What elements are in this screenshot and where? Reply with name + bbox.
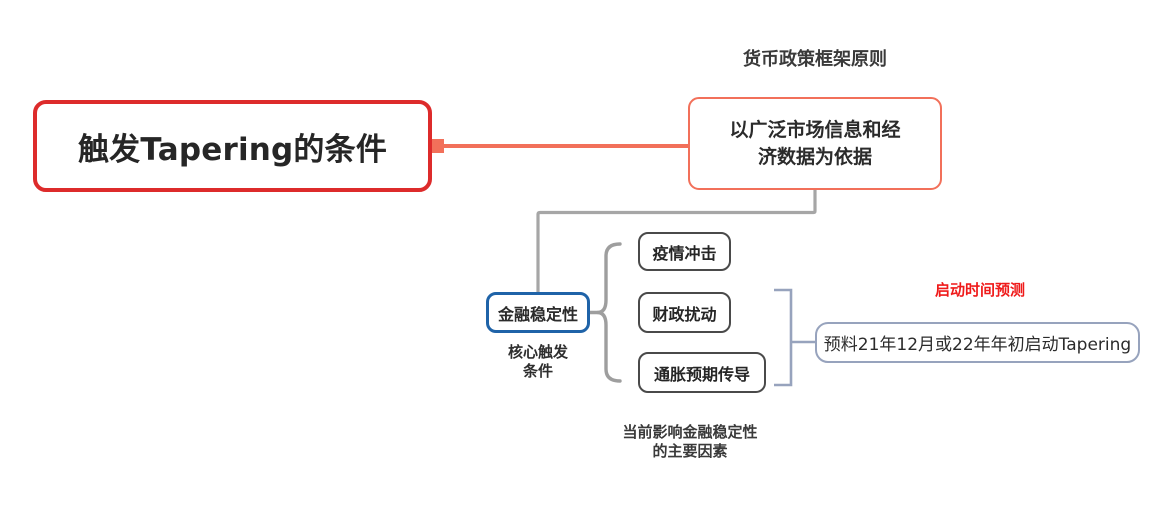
framework-caption: 货币政策框架原则 xyxy=(743,49,887,70)
prediction-caption: 启动时间预测 xyxy=(934,281,1025,299)
node-tapering-launch-prediction[interactable]: 预料21年12月或22年年初启动Tapering xyxy=(815,322,1140,363)
bracket-factors-prediction xyxy=(774,288,793,387)
node-financial-stability[interactable]: 金融稳定性 xyxy=(486,292,590,333)
node-policy-framework[interactable]: 以广泛市场信息和经 济数据为依据 xyxy=(688,97,942,190)
brace-stability-factors xyxy=(596,242,622,383)
node-factor-epidemic-shock[interactable]: 疫情冲击 xyxy=(638,232,731,271)
root-node-tapering-conditions[interactable]: 触发Tapering的条件 xyxy=(33,100,432,192)
core-trigger-caption: 核心触发 条件 xyxy=(507,343,568,381)
node-factor-fiscal-disturbance[interactable]: 财政扰动 xyxy=(638,292,731,333)
node-factor-inflation-expectation[interactable]: 通胀预期传导 xyxy=(638,352,766,393)
factors-caption: 当前影响金融稳定性 的主要因素 xyxy=(622,423,758,461)
